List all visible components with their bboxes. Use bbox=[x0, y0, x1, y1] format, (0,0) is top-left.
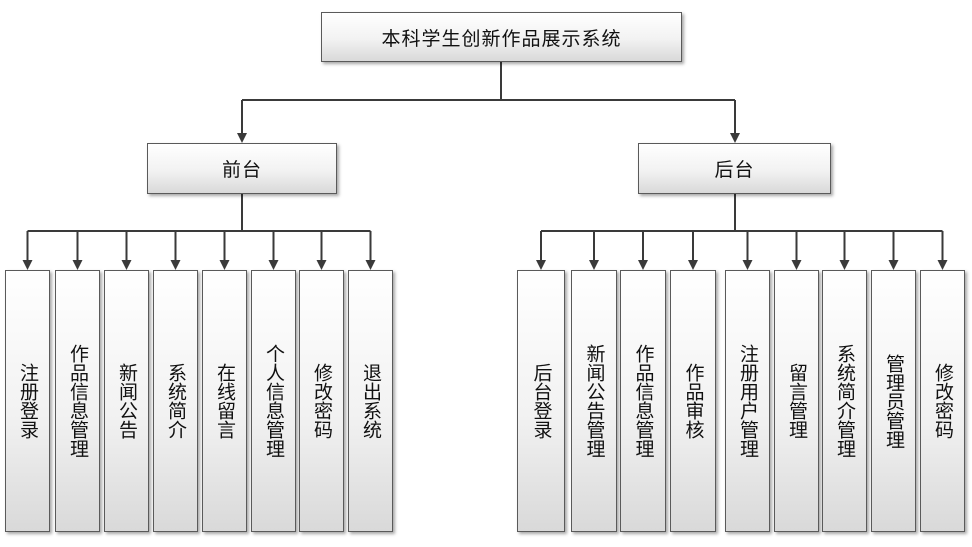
backend-module: 注册用户管理 bbox=[725, 270, 770, 532]
arrow-head bbox=[839, 260, 850, 270]
frontend-module: 系统简介 bbox=[153, 270, 198, 532]
arrow-head bbox=[237, 133, 247, 143]
arrow-head bbox=[730, 133, 740, 143]
arrow-head bbox=[365, 260, 376, 270]
backend-module: 作品审核 bbox=[670, 270, 716, 532]
backend-module: 留言管理 bbox=[774, 270, 819, 532]
arrow-head bbox=[121, 260, 132, 270]
arrow-head bbox=[219, 260, 230, 270]
arrow-head bbox=[888, 260, 899, 270]
frontend-module: 在线留言 bbox=[202, 270, 247, 532]
arrow-head bbox=[268, 260, 279, 270]
backend-module: 修改密码 bbox=[920, 270, 965, 532]
arrow-head bbox=[316, 260, 327, 270]
arrow-head bbox=[791, 260, 802, 270]
arrow-head bbox=[22, 260, 33, 270]
backend-module: 系统简介管理 bbox=[822, 270, 867, 532]
backend-module: 作品信息管理 bbox=[620, 270, 666, 532]
frontend-module: 个人信息管理 bbox=[251, 270, 296, 532]
backend-node: 后台 bbox=[638, 143, 831, 194]
arrow-head bbox=[638, 260, 648, 270]
arrow-head bbox=[688, 260, 698, 270]
arrow-head bbox=[589, 260, 599, 270]
frontend-module: 注册登录 bbox=[5, 270, 50, 532]
frontend-module: 新闻公告 bbox=[104, 270, 149, 532]
frontend-module: 作品信息管理 bbox=[55, 270, 100, 532]
backend-module: 后台登录 bbox=[517, 270, 565, 532]
frontend-node: 前台 bbox=[147, 143, 337, 194]
backend-module: 新闻公告管理 bbox=[571, 270, 617, 532]
frontend-module: 修改密码 bbox=[299, 270, 344, 532]
frontend-module: 退出系统 bbox=[348, 270, 393, 532]
arrow-head bbox=[72, 260, 83, 270]
arrow-head bbox=[742, 260, 753, 270]
arrow-head bbox=[536, 260, 546, 270]
root-node: 本科学生创新作品展示系统 bbox=[321, 12, 682, 62]
arrow-head bbox=[937, 260, 948, 270]
arrow-head bbox=[170, 260, 181, 270]
backend-module: 管理员管理 bbox=[871, 270, 916, 532]
